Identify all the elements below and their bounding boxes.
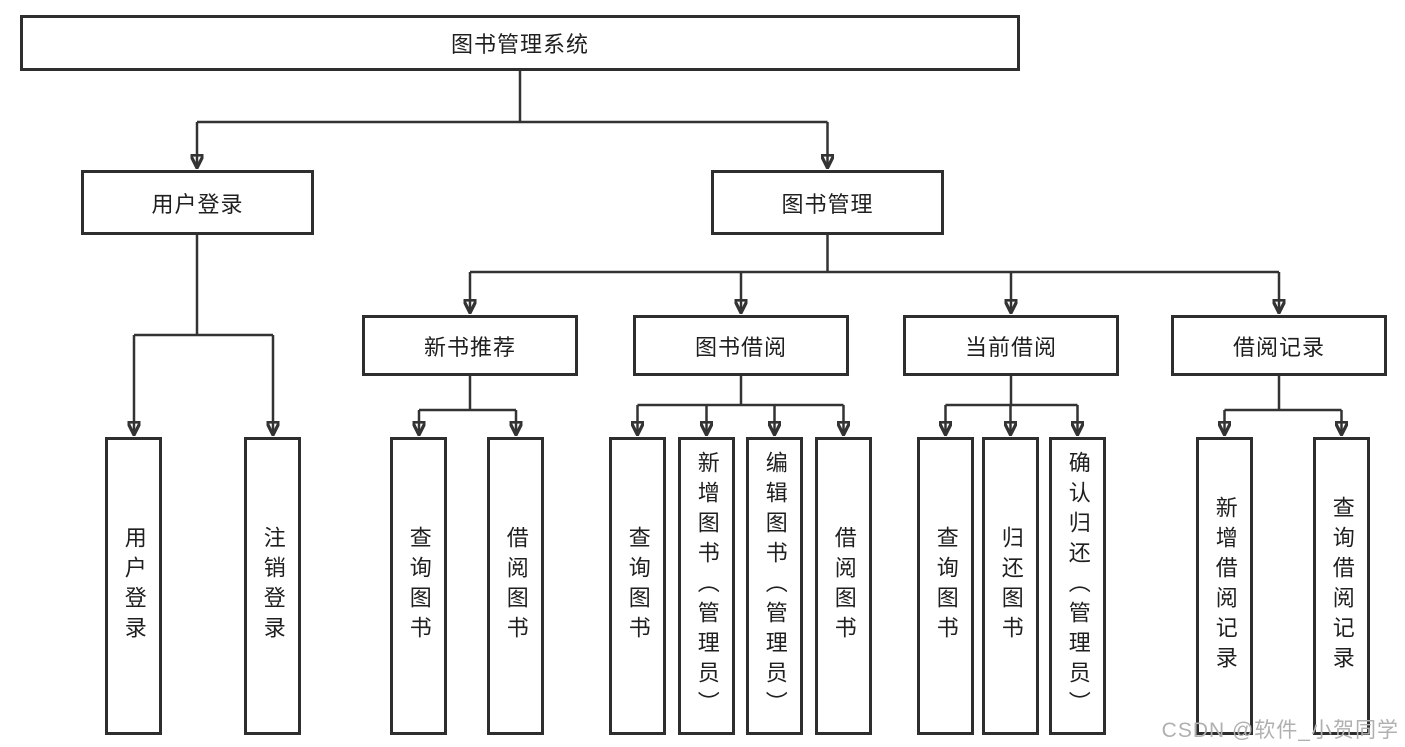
leaf-bb-borrow-books: 借阅图书 (815, 437, 872, 735)
node-root: 图书管理系统 (20, 15, 1020, 71)
node-current-borrow: 当前借阅 (903, 315, 1119, 376)
leaf-cb-return-books-label: 归还图书 (998, 526, 1024, 646)
csdn-watermark: CSDN @软件_小贺同学 (1161, 719, 1399, 742)
leaf-br-search-record-label: 查询借阅记录 (1329, 496, 1355, 676)
node-new-book-recommend: 新书推荐 (362, 315, 578, 376)
leaf-bb-add-books-admin: 新增图书（管理员） (678, 437, 735, 735)
leaf-bb-search-books-label: 查询图书 (625, 526, 651, 646)
node-book-management-label: 图书管理 (781, 191, 874, 217)
leaf-nb-search-books-label: 查询图书 (406, 526, 432, 646)
node-book-borrow: 图书借阅 (633, 315, 849, 376)
node-new-book-recommend-label: 新书推荐 (423, 334, 516, 360)
leaf-nb-borrow-books: 借阅图书 (487, 437, 544, 735)
connector-current-borrow (946, 375, 1078, 433)
node-root-label: 图书管理系统 (450, 32, 589, 57)
connector-book-borrow (638, 375, 844, 433)
leaf-nb-borrow-books-label: 借阅图书 (503, 526, 529, 646)
connector-user-login (134, 234, 273, 433)
connector-root (197, 69, 828, 166)
leaf-cb-confirm-return-admin-label: 确认归还（管理员） (1065, 451, 1091, 721)
node-user-login: 用户登录 (81, 170, 314, 235)
leaf-cb-return-books: 归还图书 (982, 437, 1039, 735)
node-borrow-records-label: 借阅记录 (1232, 334, 1325, 360)
connector-borrow-records (1225, 375, 1342, 433)
leaf-nb-search-books: 查询图书 (390, 437, 447, 735)
leaf-logout: 注销登录 (244, 437, 301, 735)
node-book-management: 图书管理 (711, 170, 944, 235)
leaf-cb-confirm-return-admin: 确认归还（管理员） (1049, 437, 1106, 735)
leaf-bb-edit-books-admin: 编辑图书（管理员） (746, 437, 803, 735)
leaf-cb-search-books-label: 查询图书 (933, 526, 959, 646)
node-book-borrow-label: 图书借阅 (694, 334, 787, 360)
leaf-br-search-record: 查询借阅记录 (1313, 437, 1370, 735)
connector-new-book-recommend (419, 375, 516, 433)
connector-book-management (470, 234, 1279, 311)
leaf-user-login-label: 用户登录 (121, 526, 147, 646)
leaf-logout-label: 注销登录 (260, 526, 286, 646)
leaf-bb-add-books-admin-label: 新增图书（管理员） (694, 451, 720, 721)
leaf-br-add-record-label: 新增借阅记录 (1212, 496, 1238, 676)
node-user-login-label: 用户登录 (151, 191, 244, 217)
leaf-bb-borrow-books-label: 借阅图书 (831, 526, 857, 646)
node-current-borrow-label: 当前借阅 (964, 334, 1057, 360)
leaf-bb-edit-books-admin-label: 编辑图书（管理员） (762, 451, 788, 721)
leaf-bb-search-books: 查询图书 (609, 437, 666, 735)
leaf-cb-search-books: 查询图书 (917, 437, 974, 735)
leaf-user-login: 用户登录 (105, 437, 162, 735)
leaf-br-add-record: 新增借阅记录 (1196, 437, 1253, 735)
node-borrow-records: 借阅记录 (1171, 315, 1387, 376)
